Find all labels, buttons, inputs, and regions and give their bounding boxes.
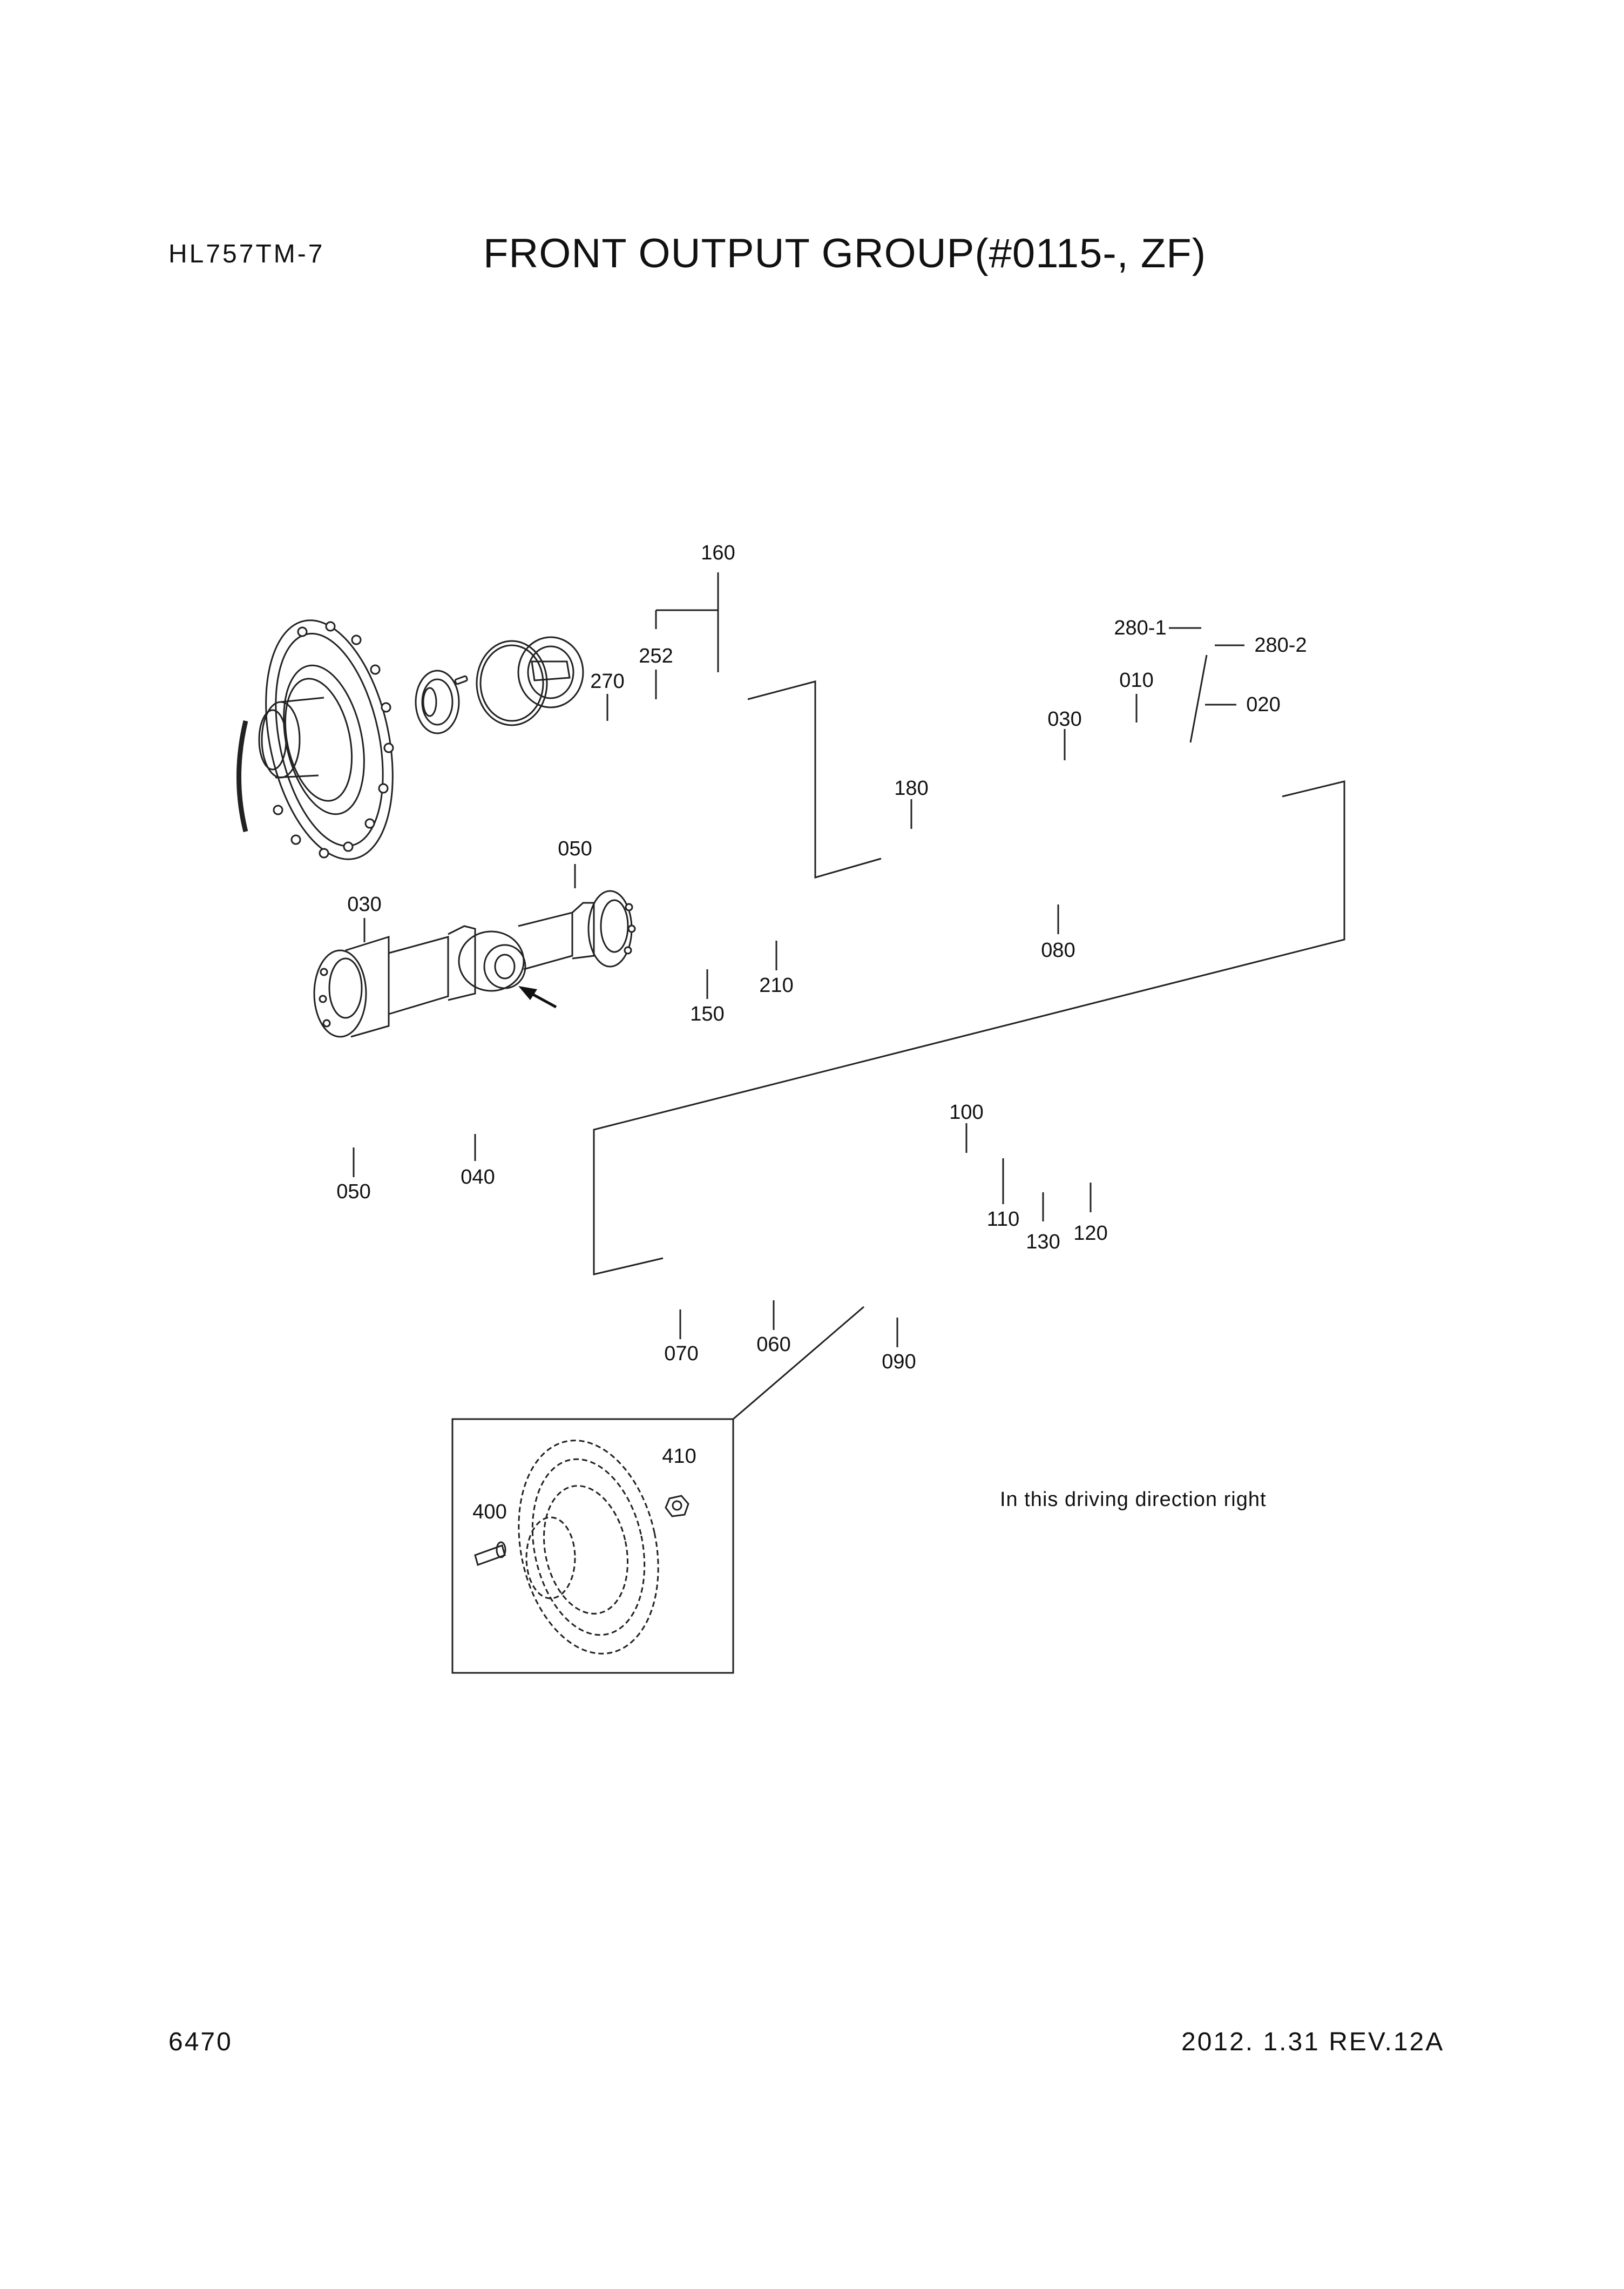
callout-050-left: 050 bbox=[336, 1180, 371, 1203]
hub-flange-part bbox=[236, 619, 394, 860]
direction-note: In this driving direction right bbox=[1000, 1488, 1267, 1511]
callout-020: 020 bbox=[1246, 693, 1281, 716]
detail-view-frame bbox=[451, 1418, 734, 1674]
callout-120: 120 bbox=[1073, 1222, 1108, 1245]
axle-assembly-view bbox=[313, 890, 636, 1038]
callout-030-top: 030 bbox=[1047, 708, 1082, 731]
callout-110: 110 bbox=[986, 1208, 1020, 1231]
detail-nut-part bbox=[665, 1495, 689, 1517]
detail-bolt-part bbox=[474, 1541, 506, 1566]
callout-030-axle: 030 bbox=[347, 893, 382, 916]
callout-130: 130 bbox=[1026, 1231, 1060, 1253]
detail-flange-part bbox=[518, 1440, 659, 1655]
page-title: FRONT OUTPUT GROUP(#0115-, ZF) bbox=[483, 231, 1207, 276]
callout-040: 040 bbox=[461, 1166, 495, 1189]
callout-180: 180 bbox=[894, 777, 929, 800]
callout-410: 410 bbox=[662, 1445, 696, 1468]
group-bracket-main bbox=[593, 780, 1345, 1275]
group-bracket-upper bbox=[747, 680, 882, 879]
callout-400: 400 bbox=[472, 1501, 507, 1523]
leader-160 bbox=[655, 572, 719, 672]
callout-150: 150 bbox=[690, 1003, 725, 1025]
model-code: HL757TM-7 bbox=[168, 240, 325, 268]
callout-210: 210 bbox=[759, 974, 794, 997]
seal-and-rings bbox=[415, 636, 584, 734]
callout-050-axle: 050 bbox=[558, 838, 592, 860]
callout-060: 060 bbox=[756, 1333, 791, 1356]
callout-160: 160 bbox=[701, 542, 735, 564]
callout-070: 070 bbox=[664, 1342, 699, 1365]
detail-view-pointer bbox=[733, 1306, 864, 1420]
callout-090: 090 bbox=[882, 1351, 916, 1373]
view-direction-arrow bbox=[518, 986, 557, 1009]
callout-270: 270 bbox=[590, 670, 625, 693]
leader-020-slant bbox=[1189, 654, 1208, 743]
callout-252: 252 bbox=[639, 645, 673, 667]
callout-010: 010 bbox=[1119, 669, 1154, 692]
revision-date: 2012. 1.31 REV.12A bbox=[1181, 2028, 1445, 2056]
callout-080: 080 bbox=[1041, 939, 1075, 962]
callout-100: 100 bbox=[949, 1101, 984, 1124]
page-number: 6470 bbox=[168, 2028, 233, 2056]
callout-280-2: 280-2 bbox=[1254, 634, 1307, 657]
callout-280-1: 280-1 bbox=[1114, 617, 1167, 639]
